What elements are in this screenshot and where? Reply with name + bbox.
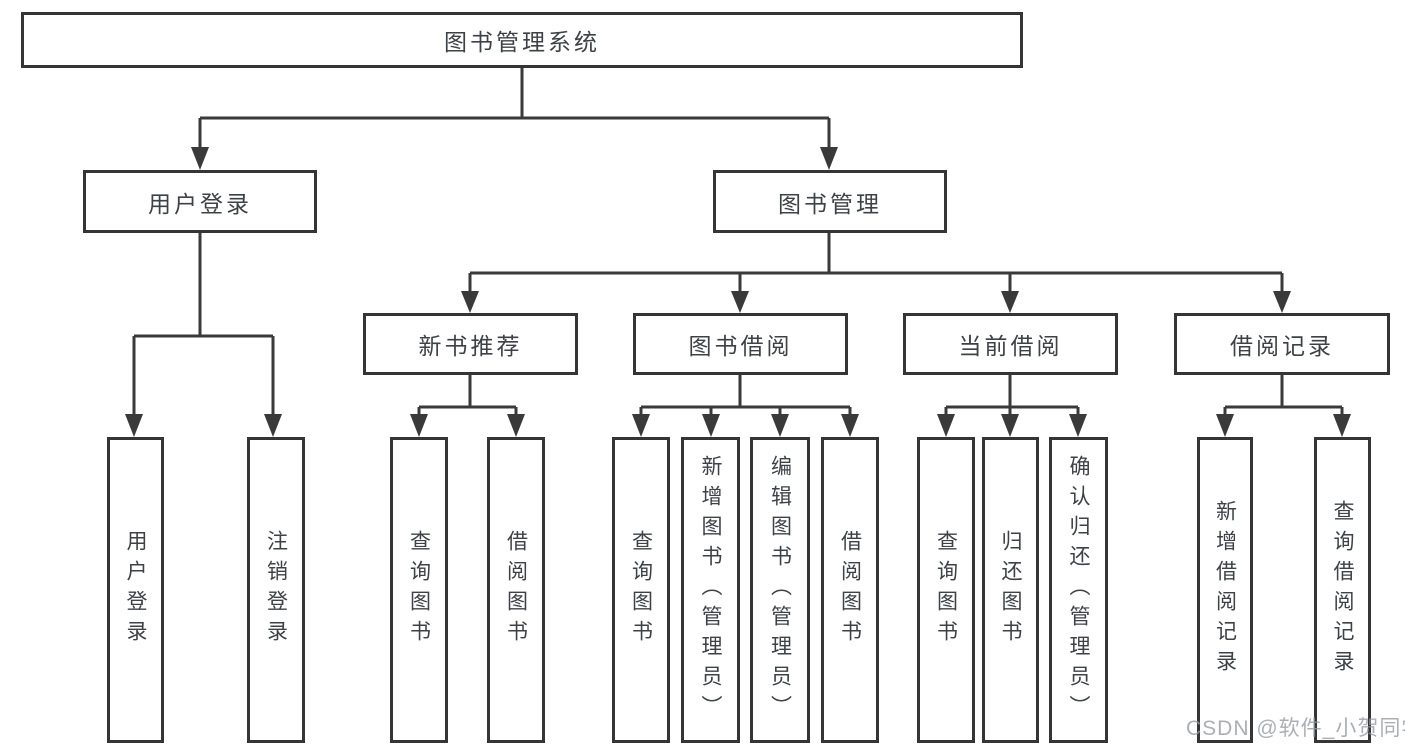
connector-borrow-records-to-children [1223, 375, 1344, 416]
node-label: 用户登录 [124, 530, 147, 650]
arrowheads-borrow-records-children [1216, 414, 1351, 437]
node-label: 查询借阅记录 [1331, 500, 1354, 680]
arrowheads-current-borrow-children [937, 414, 1087, 437]
node-cur-query-book: 查询图书 [917, 437, 975, 743]
connector-book-mgmt-to-level3 [468, 233, 1284, 292]
csdn-watermark: CSDN @软件_小贺同学 [1186, 717, 1405, 740]
node-cur-confirm-return-admin: 确认归还（管理员） [1049, 437, 1108, 743]
node-rec-borrow-book: 借阅图书 [487, 437, 545, 743]
arrowheads-new-book-rec-children [410, 414, 525, 437]
node-label: 归还图书 [999, 530, 1022, 650]
node-label: 借阅图书 [504, 530, 528, 650]
node-add-borrow-record: 新增借阅记录 [1197, 437, 1253, 743]
node-bb-borrow-book: 借阅图书 [821, 437, 879, 743]
node-label: 确认归还（管理员） [1067, 455, 1090, 725]
connector-book-borrow-to-children [639, 375, 852, 416]
connector-new-book-rec-to-children [417, 375, 518, 416]
node-label: 当前借阅 [958, 333, 1063, 359]
node-label: 新增借阅记录 [1213, 500, 1237, 680]
node-new-book-recommendation: 新书推荐 [363, 313, 578, 375]
arrowheads-user-login-children [125, 414, 282, 437]
node-bb-add-book-admin: 新增图书（管理员） [681, 437, 740, 743]
node-label: 编辑图书（管理员） [768, 455, 792, 725]
node-label: 图书管理 [778, 190, 882, 217]
node-label: 图书管理系统 [444, 29, 600, 55]
node-borrowing-records: 借阅记录 [1174, 313, 1390, 375]
node-label: 图书借阅 [688, 333, 793, 359]
node-label: 新增图书（管理员） [699, 455, 722, 725]
node-label: 查询图书 [629, 530, 653, 650]
node-book-management: 图书管理 [713, 170, 947, 233]
node-rec-query-book: 查询图书 [390, 437, 448, 743]
node-logout: 注销登录 [247, 437, 305, 743]
node-label: 查询图书 [407, 530, 431, 650]
node-library-management-system: 图书管理系统 [21, 12, 1023, 68]
node-cur-return-book: 归还图书 [982, 437, 1039, 743]
connector-root-to-level2 [198, 68, 831, 148]
node-bb-query-book: 查询图书 [612, 437, 670, 743]
node-user-login-leaf: 用户登录 [107, 437, 164, 743]
node-label: 借阅图书 [838, 530, 862, 650]
node-book-borrowing: 图书借阅 [633, 313, 848, 375]
node-label: 注销登录 [264, 530, 288, 650]
arrowheads-book-borrow-children [632, 414, 859, 437]
connector-user-login-to-children [132, 233, 275, 415]
node-label: 借阅记录 [1230, 333, 1334, 359]
node-label: 新书推荐 [418, 333, 523, 359]
connector-current-borrow-to-children [944, 375, 1080, 416]
arrowheads-book-mgmt-children [461, 291, 1291, 313]
node-label: 查询图书 [934, 530, 958, 650]
node-label: 用户登录 [148, 190, 252, 217]
node-bb-edit-book-admin: 编辑图书（管理员） [750, 437, 810, 743]
arrowheads-root-to-level2 [191, 147, 838, 170]
node-query-borrow-record: 查询借阅记录 [1314, 437, 1371, 743]
node-user-login: 用户登录 [83, 170, 317, 233]
node-current-borrowing: 当前借阅 [903, 313, 1118, 375]
